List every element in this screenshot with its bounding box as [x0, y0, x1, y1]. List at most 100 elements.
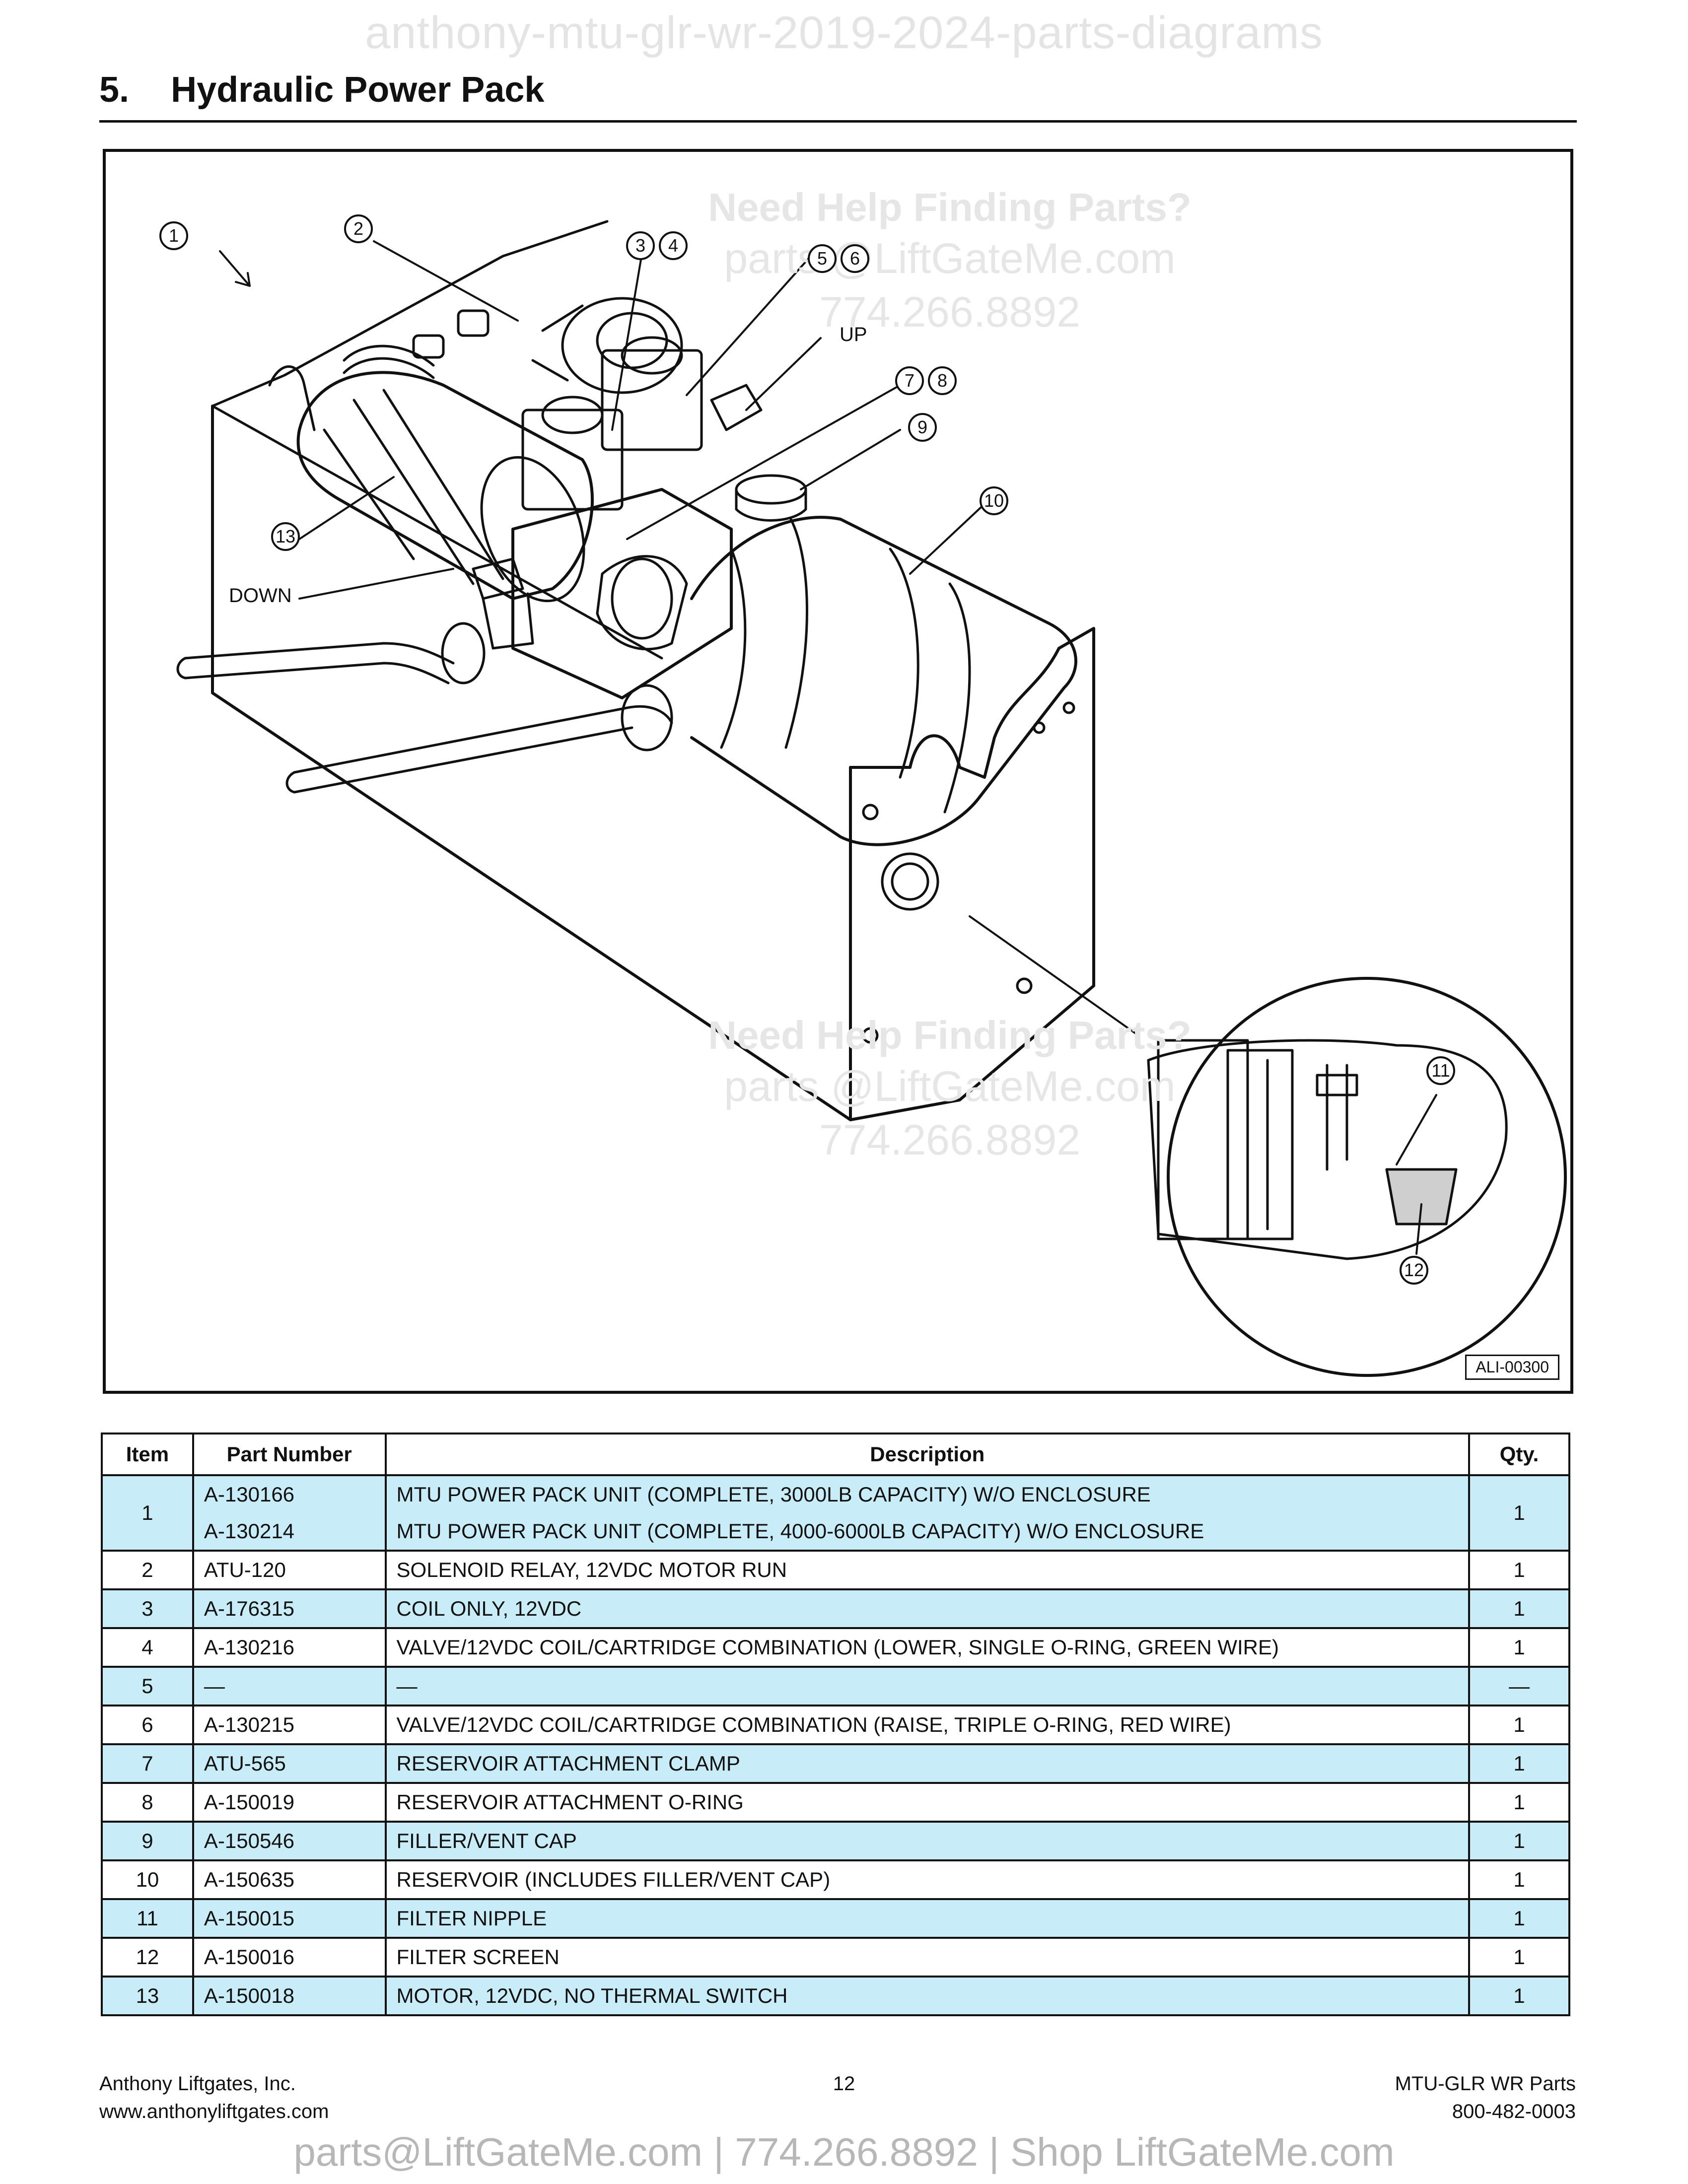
cell-item: 10: [101, 1859, 194, 1900]
footer-doc-title: MTU-GLR WR Parts: [1395, 2073, 1576, 2095]
cell-part-number: —: [192, 1666, 387, 1706]
reservoir-clamp: [596, 555, 688, 651]
section-number: 5.: [99, 70, 130, 110]
cell-qty: —: [1468, 1666, 1570, 1706]
part-number: A-130214: [204, 1519, 295, 1543]
hose-grommet-1: [441, 622, 486, 684]
hose-front-1: [184, 642, 455, 665]
enclosure-side-wall: [211, 220, 609, 408]
filter-nipple-detail: [1326, 1064, 1348, 1171]
cell-qty: 1: [1468, 1976, 1570, 2016]
leader-10: [909, 498, 990, 575]
valve-coil-lower: [521, 409, 624, 511]
hose-grommet-2: [621, 684, 673, 751]
title-rule: [99, 120, 1577, 123]
part-number: A-150019: [204, 1790, 295, 1814]
callout-12: 12: [1400, 1256, 1428, 1285]
callout-2: 2: [344, 214, 373, 243]
cell-part-number: ATU-120: [192, 1550, 387, 1590]
cell-description: RESERVOIR ATTACHMENT O-RING: [384, 1782, 1471, 1823]
cell-qty: 1: [1468, 1743, 1570, 1784]
cell-part-number: ATU-565: [192, 1743, 387, 1784]
cell-part-number: A-150635: [192, 1859, 387, 1900]
label-down: DOWN: [229, 585, 292, 607]
power-pack-illustration: [176, 220, 1567, 1377]
cell-item: 5: [101, 1666, 194, 1706]
part-number: A-150546: [204, 1829, 295, 1852]
cell-part-number: A-150018: [192, 1976, 387, 2016]
cell-description: MTU POWER PACK UNIT (COMPLETE, 3000LB CA…: [384, 1474, 1471, 1552]
section-title-text: Hydraulic Power Pack: [171, 70, 545, 110]
description: VALVE/12VDC COIL/CARTRIDGE COMBINATION (…: [396, 1713, 1231, 1736]
callout-11: 11: [1426, 1056, 1455, 1085]
top-watermark: anthony-mtu-glr-wr-2019-2024-parts-diagr…: [365, 7, 1323, 58]
up-fitting: [710, 384, 763, 431]
description: FILTER NIPPLE: [396, 1907, 547, 1930]
table-row: 5———: [101, 1666, 1570, 1706]
cell-description: FILLER/VENT CAP: [384, 1821, 1471, 1861]
cell-item: 2: [101, 1550, 194, 1590]
part-number: A-130215: [204, 1713, 295, 1736]
cell-qty: 1: [1468, 1937, 1570, 1978]
cell-description: RESERVOIR ATTACHMENT CLAMP: [384, 1743, 1471, 1784]
valve-coil-raise: [601, 349, 703, 451]
part-number: A-150016: [204, 1945, 295, 1969]
solenoid-relay: [561, 297, 683, 394]
bottom-watermark: parts@LiftGateMe.com | 774.266.8892 | Sh…: [293, 2130, 1395, 2174]
page-number: 12: [833, 2073, 855, 2095]
enclosure-top-rim: [211, 405, 663, 660]
cell-item: 7: [101, 1743, 194, 1784]
pump-detail: [1226, 1049, 1294, 1240]
description: FILLER/VENT CAP: [396, 1829, 577, 1852]
cell-qty: 1: [1468, 1627, 1570, 1668]
callout-9: 9: [908, 413, 937, 442]
cell-description: —: [384, 1666, 1471, 1706]
footer-website[interactable]: www.anthonyliftgates.com: [99, 2101, 329, 2122]
cell-item: 3: [101, 1588, 194, 1629]
callout-10: 10: [980, 486, 1008, 515]
part-number: ATU-565: [204, 1752, 286, 1775]
cell-description: FILTER SCREEN: [384, 1937, 1471, 1978]
callout-1: 1: [159, 221, 188, 250]
figure-id: ALI-00300: [1465, 1355, 1559, 1380]
cell-description: COIL ONLY, 12VDC: [384, 1588, 1471, 1629]
header-item: Item: [101, 1433, 194, 1476]
cell-qty: 1: [1468, 1474, 1570, 1552]
footer-right: MTU-GLR WR Parts 800-482-0003: [1395, 2070, 1576, 2125]
leader-detail: [969, 915, 1139, 1036]
cell-part-number: A-150019: [192, 1782, 387, 1823]
leader-2: [373, 240, 519, 322]
reservoir-body: [690, 516, 1077, 846]
cell-part-number: A-176315: [192, 1588, 387, 1629]
cell-part-number: A-130215: [192, 1705, 387, 1745]
description: —: [396, 1674, 418, 1698]
callout-4: 4: [659, 231, 688, 260]
description: COIL ONLY, 12VDC: [396, 1597, 582, 1620]
enclosure-end-panel: [849, 627, 1095, 1121]
description: SOLENOID RELAY, 12VDC MOTOR RUN: [396, 1558, 787, 1581]
cell-item: 1: [101, 1474, 194, 1552]
leader-13: [298, 476, 395, 540]
filter-screen-detail: [1385, 1168, 1458, 1226]
end-panel-hole: [862, 804, 879, 820]
leader-down: [298, 568, 454, 600]
footer-left: Anthony Liftgates, Inc. www.anthonyliftg…: [99, 2070, 329, 2125]
callout-5: 5: [808, 244, 837, 273]
header-description: Description: [384, 1433, 1471, 1476]
part-number: A-150018: [204, 1984, 295, 2007]
leader-7-8: [626, 384, 901, 540]
cell-qty: 1: [1468, 1821, 1570, 1861]
